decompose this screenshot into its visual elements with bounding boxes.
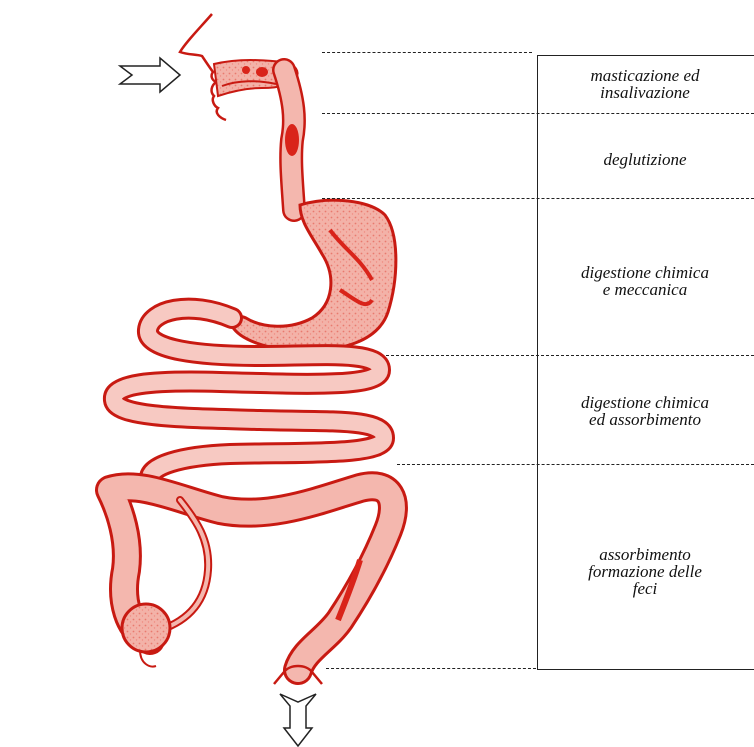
stage-label-swallowing: deglutizione: [545, 151, 745, 168]
stage-label-absorption: digestione chimica ed assorbimento: [545, 394, 745, 428]
stage-label-feces: assorbimento formazione delle feci: [545, 546, 745, 597]
pharynx-spot: [256, 67, 268, 77]
arrow-down-icon: [280, 694, 316, 746]
stage-label-stomach-digestion: digestione chimica e meccanica: [545, 264, 745, 298]
cecum: [122, 604, 170, 652]
bolus: [285, 124, 299, 156]
pharynx-spot: [242, 66, 250, 74]
stage-divider: [322, 52, 532, 53]
stage-divider: [326, 668, 536, 669]
stage-label-mastication: masticazione ed insalivazione: [545, 67, 745, 101]
arrow-right-icon: [120, 58, 180, 92]
